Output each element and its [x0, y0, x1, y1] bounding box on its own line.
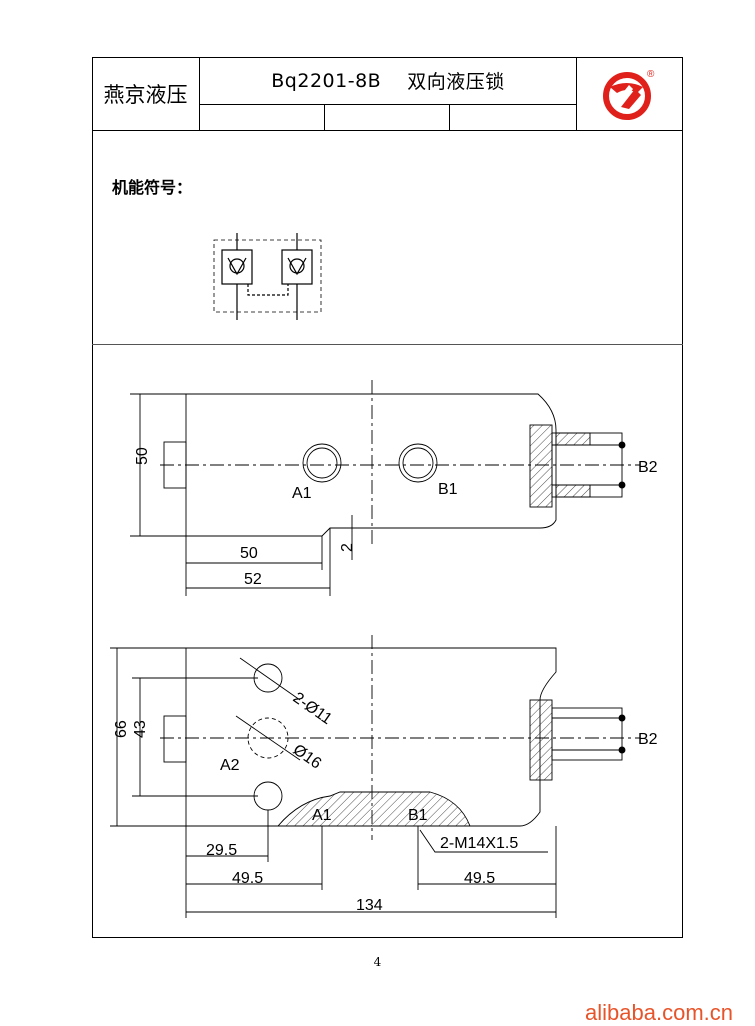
company-logo-icon: ® [603, 69, 655, 120]
symbol-section-label: 机能符号： [112, 178, 193, 197]
section-divider [92, 344, 683, 345]
registered-mark: ® [647, 69, 655, 80]
watermark: alibaba.com.cn [585, 1000, 733, 1025]
drawing-frame [92, 57, 683, 938]
product-name: 双向液压锁 [407, 71, 505, 93]
company-name: 燕京液压 [92, 57, 200, 130]
model-number: Bq2201-8B [271, 69, 382, 92]
header-sub-line [200, 104, 576, 105]
page-number: 4 [373, 955, 382, 969]
header-cell-divider [324, 104, 325, 130]
document-title: Bq2201-8B 双向液压锁 [200, 57, 576, 104]
logo-cell: ® [576, 57, 683, 130]
header-cell-divider [449, 104, 450, 130]
header-bottom-line [92, 130, 683, 131]
